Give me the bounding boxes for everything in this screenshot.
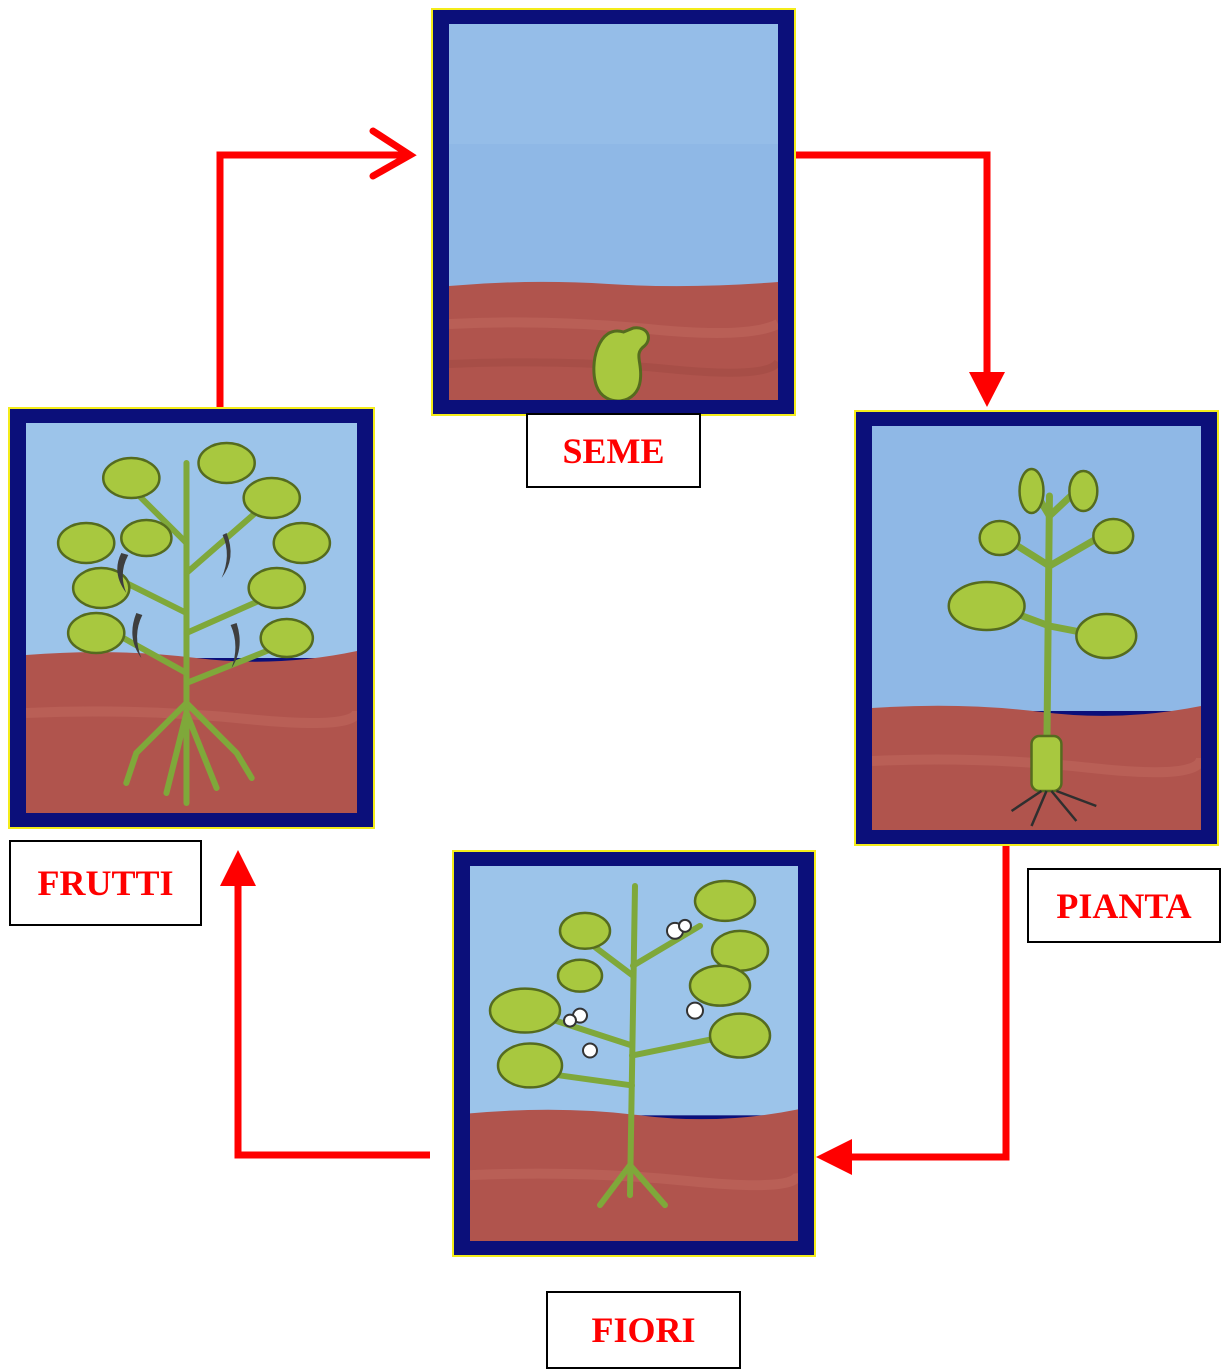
fiori-drawing (470, 866, 798, 1241)
pianta-card (854, 410, 1219, 846)
fiori-card (452, 850, 816, 1257)
label-seme: SEME (526, 413, 701, 488)
arrow-seme-to-pianta (795, 155, 987, 378)
arrow-fiori-to-frutti-head (220, 850, 256, 886)
arrow-pianta-to-fiori (848, 845, 1006, 1157)
arrow-fiori-to-frutti (238, 882, 430, 1155)
frutti-drawing (26, 423, 357, 813)
seme-drawing (449, 24, 778, 400)
seme-card (431, 8, 796, 416)
label-pianta: PIANTA (1027, 868, 1221, 943)
label-fiori: FIORI (546, 1291, 741, 1369)
arrow-seme-to-pianta-head (969, 372, 1005, 407)
arrow-frutti-to-seme (220, 155, 408, 408)
arrow-pianta-to-fiori-head (816, 1139, 852, 1175)
frutti-card (8, 407, 375, 829)
label-frutti: FRUTTI (9, 840, 202, 926)
pianta-drawing (872, 426, 1201, 830)
